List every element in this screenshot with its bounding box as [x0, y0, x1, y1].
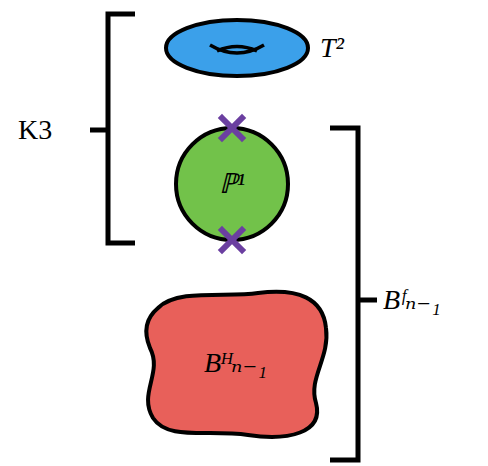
degeneration-mark — [222, 230, 242, 250]
torus-shape — [160, 16, 382, 82]
base-region: Bᴴₙ₋₁ — [138, 283, 333, 443]
torus-shape: T² — [160, 16, 382, 82]
manifold-label: K3 — [18, 115, 52, 146]
region-body — [146, 292, 326, 437]
sphere-body — [176, 128, 288, 240]
torus-hole — [210, 45, 264, 53]
left-bracket — [90, 14, 135, 243]
torus-body — [166, 20, 308, 76]
torus-hole — [217, 47, 257, 52]
sphere-shape: ℙ¹ — [174, 126, 290, 242]
shape-label: T² — [320, 33, 344, 64]
shape-label: Bᴴₙ₋₁ — [204, 348, 267, 379]
degeneration-mark — [222, 118, 242, 138]
base-label: Bᶠₙ₋₁ — [383, 285, 441, 316]
right-bracket — [330, 128, 377, 460]
shape-label: ℙ¹ — [219, 169, 245, 200]
